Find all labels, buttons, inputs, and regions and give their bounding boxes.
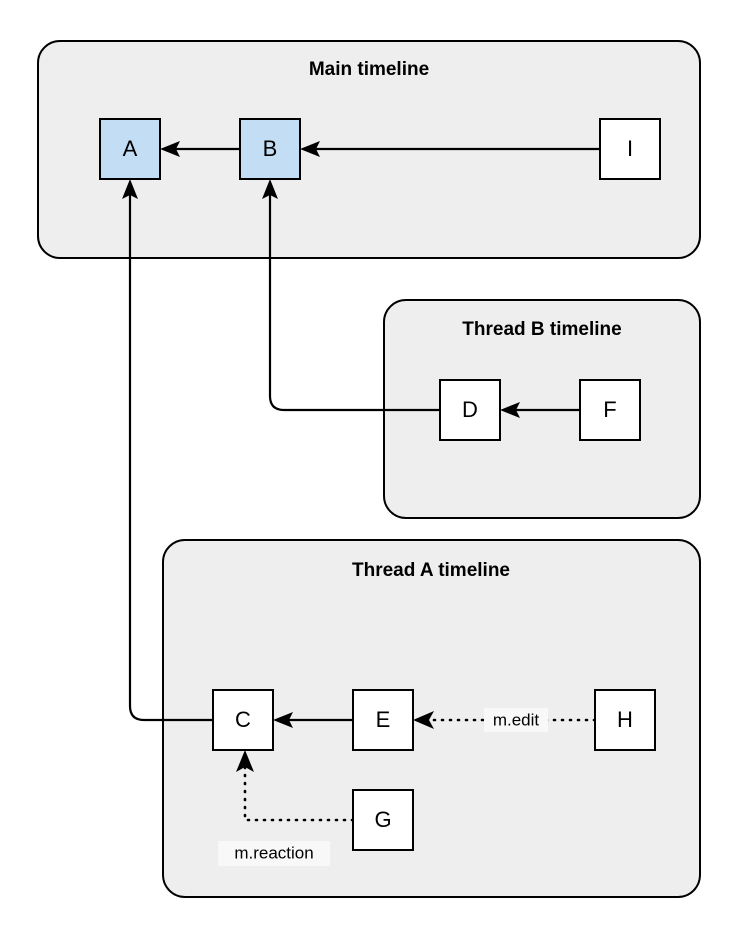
group-title-main-timeline: Main timeline	[309, 59, 429, 80]
arrow-head-e-to-c	[273, 712, 293, 728]
node-f[interactable]: F	[579, 379, 641, 441]
edge-line-g-to-c	[243, 763, 355, 822]
edge-label-m-edit: m.edit	[484, 708, 548, 732]
node-label-d: D	[462, 397, 478, 422]
node-box-d[interactable]	[439, 379, 501, 441]
node-label-b: B	[263, 136, 278, 161]
group-title-thread-a-timeline: Thread A timeline	[352, 560, 510, 581]
node-label-e: E	[376, 707, 391, 732]
group-title-thread-b-timeline: Thread B timeline	[462, 319, 621, 340]
node-e[interactable]: E	[352, 689, 414, 751]
edge-d-to-b	[262, 179, 440, 412]
node-box-h[interactable]	[594, 689, 656, 751]
node-label-f: F	[603, 397, 616, 422]
arrow-head-g-to-c	[236, 750, 254, 772]
node-b[interactable]: B	[239, 118, 301, 180]
node-g[interactable]: G	[352, 789, 414, 851]
node-box-f[interactable]	[579, 379, 641, 441]
arrow-head-b-to-a	[160, 141, 180, 157]
node-box-b[interactable]	[239, 118, 301, 180]
arrow-head-h-to-e	[413, 711, 434, 729]
node-i[interactable]: I	[599, 118, 661, 180]
node-label-g: G	[374, 807, 391, 832]
edge-line-c-to-a	[128, 192, 213, 722]
edge-label-text-m-reaction: m.reaction	[234, 843, 313, 862]
node-label-a: A	[123, 136, 138, 161]
edge-label-bg-m-edit	[484, 708, 548, 732]
arrow-head-c-to-a	[122, 179, 138, 199]
group-box-thread-a-timeline[interactable]	[162, 539, 701, 898]
edge-label-m-reaction: m.reaction	[218, 841, 330, 866]
edge-line-d-to-b	[268, 192, 440, 412]
node-box-i[interactable]	[599, 118, 661, 180]
node-label-i: I	[627, 136, 633, 161]
node-box-e[interactable]	[352, 689, 414, 751]
edge-label-bg-m-reaction	[218, 841, 330, 866]
arrow-head-d-to-b	[262, 179, 278, 199]
arrow-head-f-to-d	[500, 402, 520, 418]
node-h[interactable]: H	[594, 689, 656, 751]
node-label-c: C	[235, 707, 251, 732]
arrow-head-i-to-b	[300, 141, 320, 157]
group-thread-a-timeline[interactable]: Thread A timeline	[162, 539, 701, 898]
node-box-g[interactable]	[352, 789, 414, 851]
node-box-c[interactable]	[212, 689, 274, 751]
edge-i-to-b	[300, 141, 600, 157]
node-box-a[interactable]	[99, 118, 161, 180]
edge-f-to-d	[500, 402, 580, 418]
edge-b-to-a	[160, 141, 240, 157]
edge-g-to-c	[236, 750, 355, 822]
edge-e-to-c	[273, 712, 353, 728]
edge-h-to-e	[413, 711, 597, 729]
edge-label-text-m-edit: m.edit	[493, 710, 540, 729]
node-a[interactable]: A	[99, 118, 161, 180]
node-c[interactable]: C	[212, 689, 274, 751]
node-label-h: H	[617, 707, 633, 732]
edge-c-to-a	[122, 179, 213, 722]
node-d[interactable]: D	[439, 379, 501, 441]
